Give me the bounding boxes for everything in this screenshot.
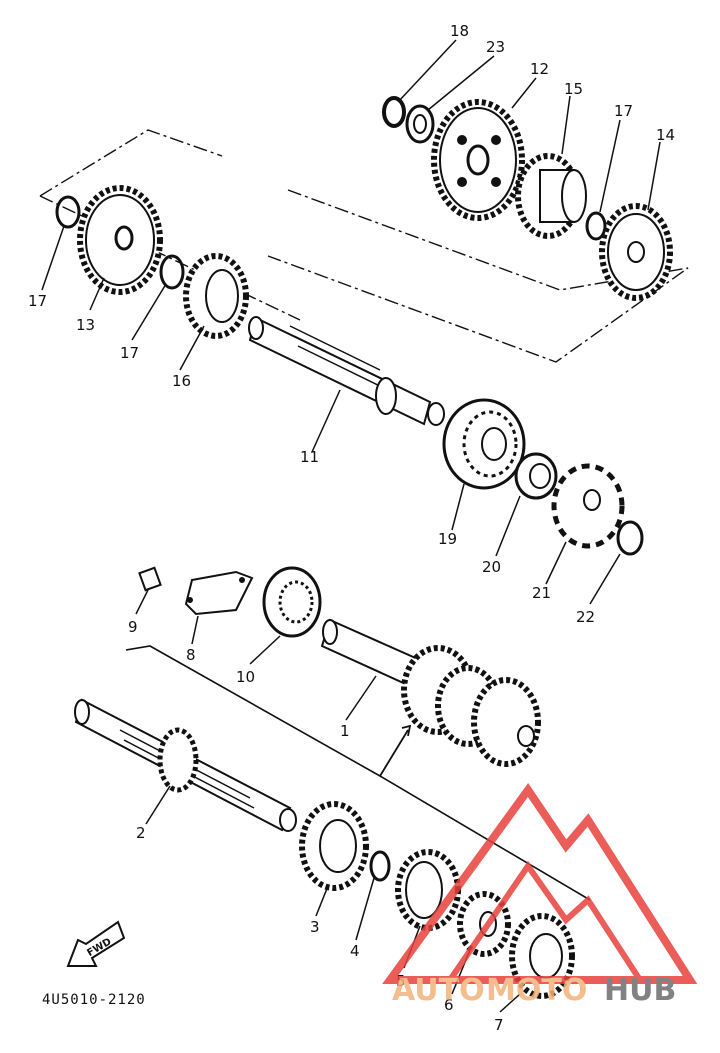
washer-23: [405, 104, 435, 144]
circlip-17-left: [55, 195, 81, 229]
watermark-hub: HUB: [604, 973, 676, 1008]
part-label-21: 21: [532, 584, 551, 602]
part-label-17-middle: 17: [120, 344, 139, 362]
assembly-arrow: [379, 724, 412, 777]
part-label-12: 12: [530, 60, 549, 78]
part-label-4: 4: [350, 942, 360, 960]
part-label-18: 18: [450, 22, 469, 40]
collar-20: [514, 452, 558, 500]
part-label-6: 6: [444, 996, 454, 1014]
part-label-16: 16: [172, 372, 191, 390]
part-label-7: 7: [494, 1016, 504, 1034]
part-label-20: 20: [482, 558, 501, 576]
part-label-11: 11: [300, 448, 319, 466]
assembly-outline-lower: [125, 645, 591, 901]
gear-12: [431, 99, 525, 221]
sprocket-21: [551, 463, 625, 549]
circlip-4: [369, 850, 391, 882]
part-label-15: 15: [564, 80, 583, 98]
bearing-10: [262, 566, 322, 638]
assembly-outline: [39, 129, 689, 363]
part-label-22: 22: [576, 608, 595, 626]
shaft-2: [74, 698, 297, 832]
part-label-10: 10: [236, 668, 255, 686]
gear-13: [77, 185, 163, 295]
part-label-17-right: 17: [614, 102, 633, 120]
watermark-auto: AUTO: [392, 973, 485, 1008]
bolt-9: [138, 566, 162, 592]
part-label-9: 9: [128, 618, 138, 636]
circlip-18: [382, 96, 406, 128]
part-label-2: 2: [136, 824, 146, 842]
bearing-19: [442, 398, 526, 490]
part-label-8: 8: [186, 646, 196, 664]
part-label-1: 1: [340, 722, 350, 740]
diagram-code: 4U5010-2120: [42, 992, 146, 1008]
circlip-22: [616, 520, 644, 556]
gear-16: [183, 253, 249, 339]
plate-8: [184, 570, 254, 616]
part-label-3: 3: [310, 918, 320, 936]
circlip-17-middle: [159, 254, 185, 290]
gear-5: [395, 849, 461, 931]
part-label-14: 14: [656, 126, 675, 144]
watermark-logo: AUTO MOTO HUB: [382, 783, 698, 1008]
part-label-19: 19: [438, 530, 457, 548]
circlip-17-right: [585, 211, 607, 241]
gear-3: [299, 801, 369, 891]
fwd-arrow-icon: FWD: [66, 920, 126, 967]
gear-15: [515, 153, 587, 239]
part-label-17-left: 17: [28, 292, 47, 310]
shaft-11: [248, 316, 445, 426]
part-label-13: 13: [76, 316, 95, 334]
shaft-1: [320, 618, 541, 767]
gear-14: [599, 203, 673, 301]
watermark-moto: MOTO: [486, 973, 587, 1008]
part-label-23: 23: [486, 38, 505, 56]
